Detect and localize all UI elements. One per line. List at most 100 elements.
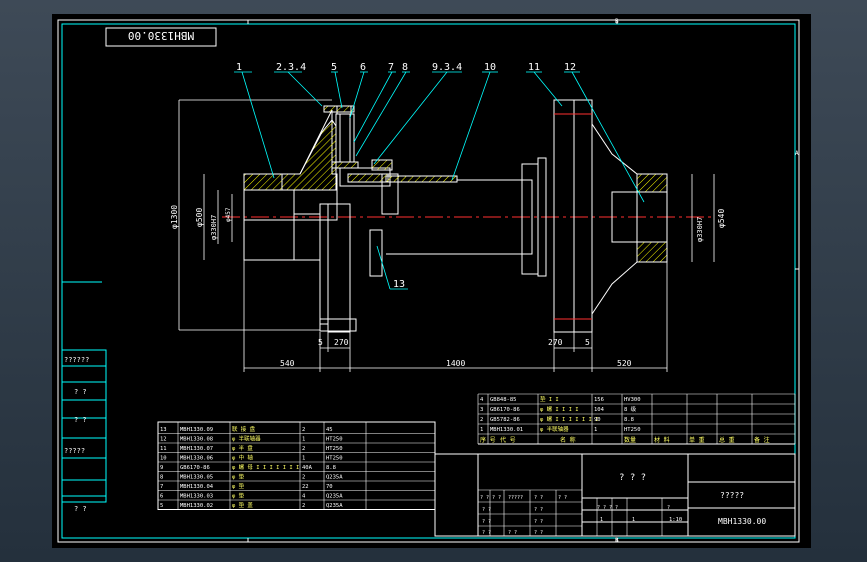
bom-cell: 10 [160, 456, 167, 462]
dim-inner: φ457 [225, 207, 232, 222]
zone-mark-right: A [795, 150, 799, 157]
bom-header-cell: 总 重 [719, 436, 735, 444]
drawing-sheet: B B A MBH1330.00 [52, 14, 811, 548]
bom-header-cell: 代 号 [500, 436, 516, 444]
bom-cell: 7 [160, 484, 163, 490]
balloon-1: 1 [236, 62, 242, 73]
bom-cell: φ 垫 [232, 473, 245, 481]
bom-cell: Q235A [326, 475, 343, 481]
bom-cell: HT250 [624, 427, 641, 433]
dim-270-right: 270 [548, 338, 563, 347]
bom-cell: φ 半 盘 [232, 444, 253, 452]
title-cell: 1 [600, 517, 603, 523]
balloon-10: 10 [484, 62, 496, 73]
bom-cell: MBH1330.08 [180, 437, 213, 443]
zone-mark-bottom: B [615, 537, 619, 544]
dim-540: 540 [280, 359, 295, 368]
bom-header-cell: 备 注 [754, 436, 770, 444]
dim-d330h7-right: φ330H7 [696, 217, 704, 242]
right-flange [553, 99, 668, 333]
title-cell: ? ? [480, 495, 489, 501]
bom-cell: HT250 [326, 456, 343, 462]
dim-1400: 1400 [446, 359, 465, 368]
bom-header-cell: 数量 [624, 436, 636, 444]
left-hub [243, 109, 357, 333]
side-label-2: ? ? [74, 388, 87, 396]
bom-header-cell: 名 称 [560, 436, 576, 444]
bom-cell: MBH1330.04 [180, 484, 214, 490]
bom-header-row: 序 号代 号名 称数量材 料单 重总 重备 注 [478, 436, 795, 445]
bom-cell: φ 垫 盖 [232, 501, 253, 509]
bom-cell: HT250 [326, 437, 343, 443]
title-cell: ? [667, 505, 670, 511]
dimension-text: φ1300 φ500 φ330H7 φ457 φ330H7 φ540 540 5… [170, 205, 726, 368]
left-side-panel: ?????? ? ? ? ? ????? ? ? [61, 281, 107, 513]
dim-5-right: 5 [585, 338, 590, 347]
bom-cell: φ 半联轴器 [232, 435, 261, 443]
drawing-number-rotated: MBH1330.00 [128, 29, 194, 42]
bom-cell: 8.8 [624, 417, 634, 423]
bom-cell: 13 [160, 427, 167, 433]
bom-cell: MBH1330.05 [180, 475, 213, 481]
title-right-text: ????? [720, 491, 744, 500]
title-center-text: ? ? ? [619, 473, 646, 483]
bom-cell: φ 垫 [232, 482, 245, 490]
bom-cell: GB6170-86 [180, 465, 210, 471]
side-label-1: ?????? [64, 356, 89, 364]
dim-d500: φ500 [195, 208, 204, 227]
title-cell: ????? [508, 495, 523, 501]
bom-header-cell: 单 重 [689, 436, 705, 444]
bom-cell: 2 [302, 475, 305, 481]
bom-cell: HT250 [326, 446, 343, 452]
bom-cell: MBH1330.02 [180, 503, 213, 509]
title-cell: ? ? [482, 519, 491, 525]
bom-cell: 4 [480, 397, 484, 403]
bom-cell: φ 螺 I I I I [540, 405, 579, 413]
outer-frame [57, 19, 800, 543]
title-cell: ? ? [534, 507, 543, 513]
balloon-13: 13 [393, 279, 405, 290]
bom-cell: 40A [302, 465, 313, 471]
title-scale: 1:10 [669, 517, 682, 523]
dim-d330h7-left: φ330H7 [210, 215, 218, 240]
title-cell: ? ? ? ? [597, 505, 618, 511]
title-cell: ? ? [558, 495, 567, 501]
balloon-5: 5 [331, 62, 337, 73]
title-cell: ? ? [508, 530, 517, 536]
bom-cell: φ 螺 I I I I I I I [540, 415, 598, 423]
dimension-lines [178, 99, 715, 372]
bom-cell: 4 [302, 494, 306, 500]
bom-cell: Q235A [326, 503, 343, 509]
bom-cell: 5 [160, 503, 163, 509]
balloon-9-3-4: 9.3.4 [432, 62, 462, 73]
bom-cell: 45 [326, 427, 333, 433]
title-drawing-number: MBH1330.00 [718, 517, 766, 526]
bom-cell: 12 [160, 437, 167, 443]
bolt-assembly [323, 105, 399, 277]
bom-header-cell: 材 料 [654, 436, 670, 444]
bom-cell: GB848-85 [490, 397, 517, 403]
bom-cell: 22 [302, 484, 309, 490]
side-label-3: ? ? [74, 416, 87, 424]
inner-frame [61, 23, 796, 539]
title-cell: ? ? [534, 530, 543, 536]
bom-cell: MBH1330.03 [180, 494, 213, 500]
dim-520: 520 [617, 359, 632, 368]
balloon-12: 12 [564, 62, 576, 73]
bom-cell: HV300 [624, 397, 641, 403]
balloon-8: 8 [402, 62, 408, 73]
bom-cell: 9 [160, 465, 163, 471]
dim-d1300: φ1300 [170, 205, 179, 229]
